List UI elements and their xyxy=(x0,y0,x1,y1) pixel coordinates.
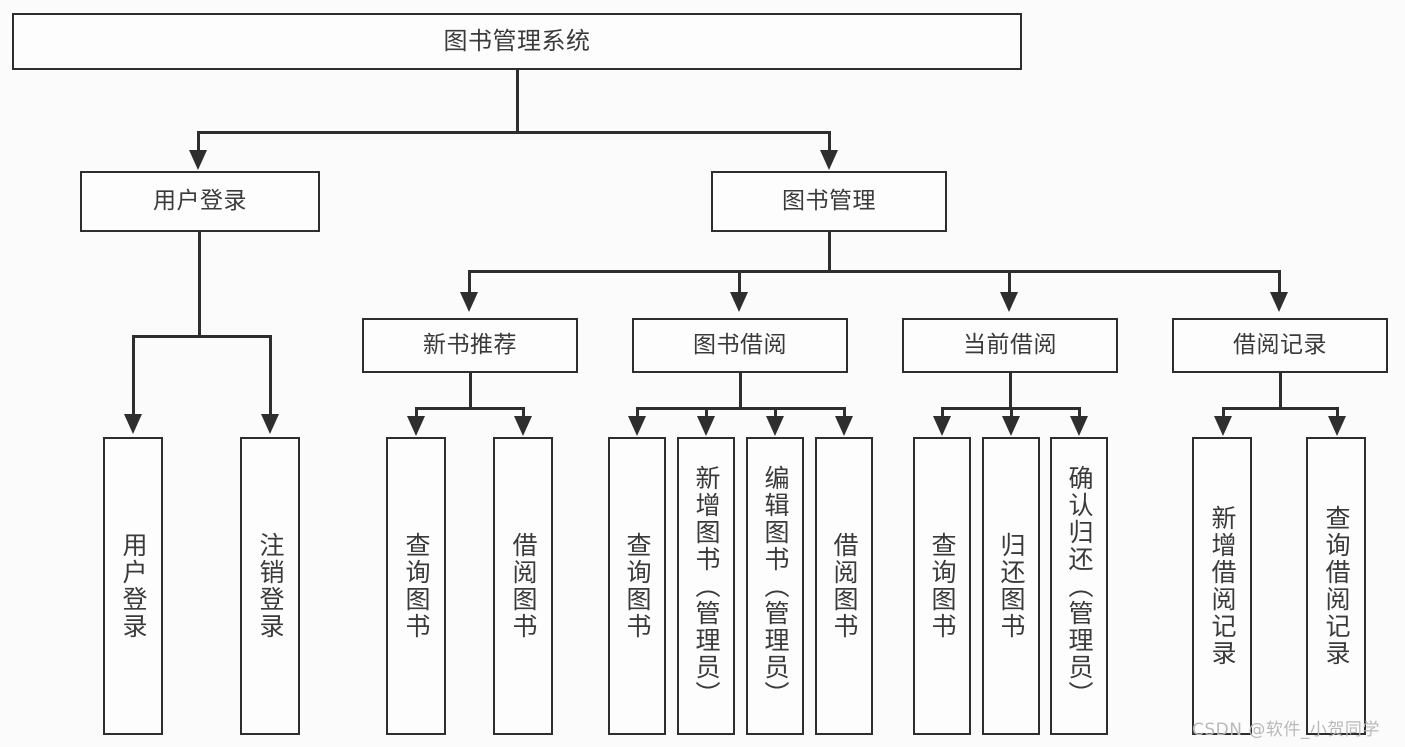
leaf-cb-query-books[interactable]: 查询图书 xyxy=(913,437,971,735)
connector-bb-stem xyxy=(739,373,742,409)
node-label: 当前借阅 xyxy=(963,331,1057,358)
connector-bb-to-leaf-3 xyxy=(774,407,777,421)
arrow-br-to-leaf-2 xyxy=(1328,416,1346,436)
arrow-bb-to-leaf-2 xyxy=(697,416,715,436)
connector-user-login-to-leaf-1 xyxy=(132,335,135,418)
node-label: 查询图书 xyxy=(623,532,652,640)
leaf-cb-return-books[interactable]: 归还图书 xyxy=(982,437,1040,735)
connector-root-bus xyxy=(197,131,831,134)
connector-nbr-stem xyxy=(469,373,472,409)
connector-br-stem xyxy=(1279,373,1282,409)
connector-bb-to-leaf-1 xyxy=(636,407,639,421)
arrow-nbr-to-leaf-1 xyxy=(407,416,425,436)
node-label: 查询图书 xyxy=(402,532,431,640)
node-label: 归还图书 xyxy=(997,532,1026,640)
node-label: 新增图书（管理员） xyxy=(692,464,721,708)
arrow-bm-to-book-borrow xyxy=(730,292,748,312)
arrow-root-to-user-login xyxy=(189,150,207,170)
connector-user-login-to-leaf-2 xyxy=(269,335,272,418)
node-user-login[interactable]: 用户登录 xyxy=(80,171,320,232)
node-book-management[interactable]: 图书管理 xyxy=(711,171,947,232)
leaf-bb-query-books[interactable]: 查询图书 xyxy=(608,437,666,735)
leaf-user-logout[interactable]: 注销登录 xyxy=(240,437,300,735)
connector-book-management-stem xyxy=(828,232,831,272)
node-book-borrow[interactable]: 图书借阅 xyxy=(632,318,848,373)
leaf-bb-edit-book-admin[interactable]: 编辑图书（管理员） xyxy=(746,437,804,735)
node-label: 图书管理系统 xyxy=(443,27,591,56)
arrow-cb-to-leaf-1 xyxy=(933,416,951,436)
leaf-cb-confirm-return-admin[interactable]: 确认归还（管理员） xyxy=(1050,437,1108,735)
leaf-nbr-borrow-books[interactable]: 借阅图书 xyxy=(493,437,553,735)
node-label: 用户登录 xyxy=(153,187,247,214)
node-label: 新增借阅记录 xyxy=(1208,505,1237,667)
connector-root-to-user-login xyxy=(197,131,200,154)
connector-root-stem xyxy=(516,70,519,132)
leaf-bb-borrow-books[interactable]: 借阅图书 xyxy=(815,437,873,735)
arrow-user-login-to-leaf-2 xyxy=(261,414,279,434)
arrow-cb-to-leaf-3 xyxy=(1070,416,1088,436)
leaf-user-login[interactable]: 用户登录 xyxy=(103,437,163,735)
node-label: 借阅图书 xyxy=(509,532,538,640)
arrow-bm-to-current-borrow xyxy=(1000,292,1018,312)
connector-nbr-bus xyxy=(415,407,525,410)
leaf-br-add-record[interactable]: 新增借阅记录 xyxy=(1192,437,1252,735)
node-label: 借阅图书 xyxy=(830,532,859,640)
node-label: 新书推荐 xyxy=(423,331,517,358)
node-label: 用户登录 xyxy=(119,532,148,640)
arrow-cb-to-leaf-2 xyxy=(1002,416,1020,436)
node-label: 确认归还（管理员） xyxy=(1065,464,1094,708)
node-label: 查询借阅记录 xyxy=(1322,505,1351,667)
connector-root-to-book-management xyxy=(828,131,831,154)
node-current-borrow[interactable]: 当前借阅 xyxy=(902,318,1118,373)
connector-bb-to-leaf-4 xyxy=(843,407,846,421)
arrow-br-to-leaf-1 xyxy=(1214,416,1232,436)
node-label: 编辑图书（管理员） xyxy=(761,464,790,708)
arrow-user-login-to-leaf-1 xyxy=(124,414,142,434)
node-borrow-record[interactable]: 借阅记录 xyxy=(1172,318,1388,373)
connector-bb-bus xyxy=(636,407,846,410)
leaf-bb-add-book-admin[interactable]: 新增图书（管理员） xyxy=(677,437,735,735)
arrow-bb-to-leaf-4 xyxy=(835,416,853,436)
connector-book-management-bus xyxy=(468,270,1278,273)
connector-user-login-bus xyxy=(132,335,272,338)
arrow-bb-to-leaf-1 xyxy=(628,416,646,436)
connector-nbr-to-leaf-1 xyxy=(415,407,418,421)
node-label: 查询图书 xyxy=(928,532,957,640)
connector-cb-to-leaf-1 xyxy=(941,407,944,421)
arrow-bm-to-new-book xyxy=(460,292,478,312)
connector-bm-to-book-borrow xyxy=(738,270,741,294)
connector-bm-to-current-borrow xyxy=(1008,270,1011,294)
connector-br-bus xyxy=(1222,407,1339,410)
leaf-nbr-query-books[interactable]: 查询图书 xyxy=(386,437,446,735)
connector-nbr-to-leaf-2 xyxy=(522,407,525,421)
connector-bm-to-borrow-record xyxy=(1278,270,1281,294)
connector-bb-to-leaf-2 xyxy=(705,407,708,421)
node-label: 图书借阅 xyxy=(693,331,787,358)
node-label: 借阅记录 xyxy=(1233,331,1327,358)
node-label: 图书管理 xyxy=(782,187,876,214)
arrow-nbr-to-leaf-2 xyxy=(514,416,532,436)
connector-user-login-stem xyxy=(198,232,201,337)
connector-bm-to-new-book xyxy=(468,270,471,294)
connector-cb-stem xyxy=(1009,373,1012,409)
arrow-bm-to-borrow-record xyxy=(1270,292,1288,312)
watermark: CSDN @软件_小贺同学 xyxy=(1192,720,1380,740)
connector-br-to-leaf-2 xyxy=(1336,407,1339,421)
node-root-book-management-system[interactable]: 图书管理系统 xyxy=(12,13,1022,70)
connector-br-to-leaf-1 xyxy=(1222,407,1225,421)
arrow-bb-to-leaf-3 xyxy=(766,416,784,436)
connector-cb-to-leaf-2 xyxy=(1010,407,1013,421)
arrow-root-to-book-management xyxy=(820,150,838,170)
connector-cb-to-leaf-3 xyxy=(1078,407,1081,421)
leaf-br-query-record[interactable]: 查询借阅记录 xyxy=(1306,437,1366,735)
node-label: 注销登录 xyxy=(256,532,285,640)
node-new-book-recommend[interactable]: 新书推荐 xyxy=(362,318,578,373)
